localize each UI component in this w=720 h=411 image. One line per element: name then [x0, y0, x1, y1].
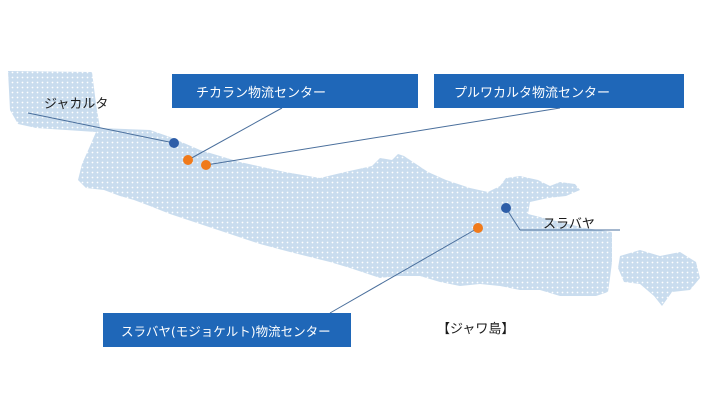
- purwakarta-center-marker: [201, 160, 211, 170]
- cikarang-center-text: チカラン物流センター: [196, 85, 327, 101]
- surabaya-mojokerto-center-text: スラバヤ(モジョケルト)物流センター: [121, 323, 331, 339]
- surabaya-marker: [501, 203, 511, 213]
- purwakarta-center-text: プルワカルタ物流センター: [454, 85, 611, 101]
- surabaya-label: スラバヤ: [543, 217, 595, 232]
- surabaya-mojokerto-center-label: スラバヤ(モジョケルト)物流センター: [103, 313, 351, 347]
- leader-line-jakarta: [27, 112, 175, 144]
- jakarta-marker: [169, 138, 179, 148]
- leader-line-cikarang: [187, 107, 283, 161]
- leader-line-surabaya-dc: [329, 227, 479, 314]
- leader-line-purwakarta: [205, 107, 561, 166]
- java-landmass: [8, 71, 612, 296]
- east-island: [618, 250, 700, 306]
- jakarta-label: ジャカルタ: [44, 97, 109, 112]
- island-caption: 【ジャワ島】: [437, 322, 515, 337]
- surabaya-mojokerto-center-marker: [473, 223, 483, 233]
- cikarang-center-marker: [183, 155, 193, 165]
- purwakarta-center-label: プルワカルタ物流センター: [434, 74, 684, 108]
- cikarang-center-label: チカラン物流センター: [172, 74, 418, 108]
